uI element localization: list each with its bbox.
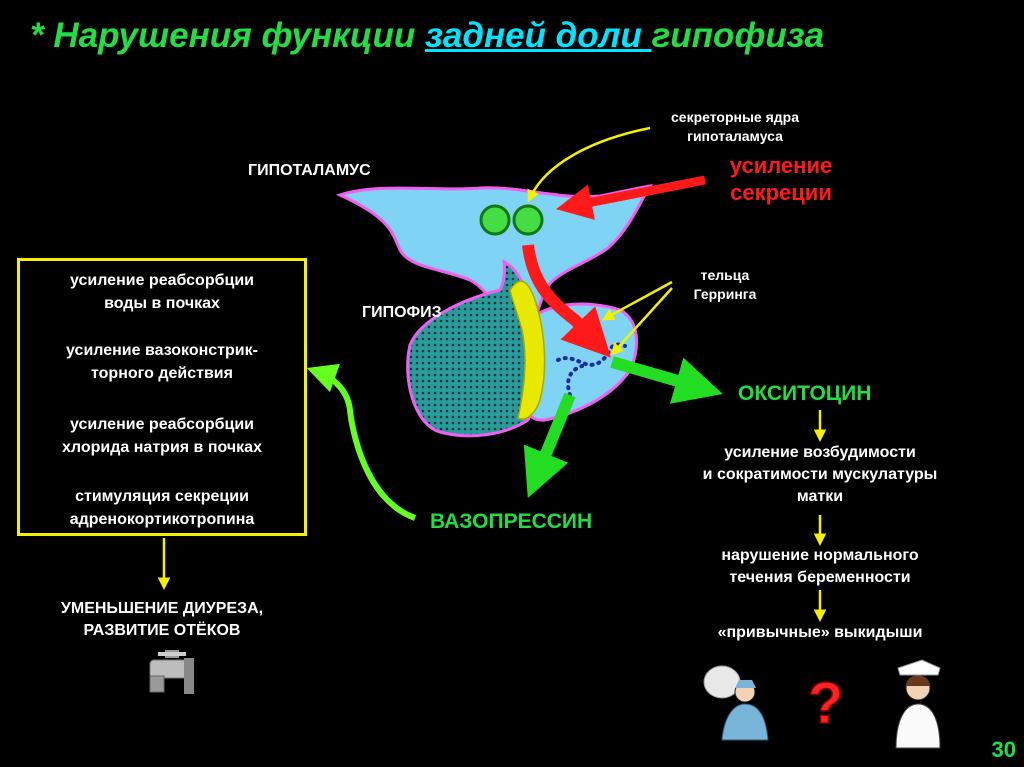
effect-4-line-2: адренокортикотропина — [69, 511, 255, 528]
title-suffix: гипофиза — [651, 16, 825, 55]
vasopressin-arrow — [523, 392, 576, 498]
increased-secretion-arrow — [556, 175, 706, 220]
effect-water-reabsorption: усиление реабсорбции воды в почках — [20, 269, 304, 315]
nurse-icon — [895, 659, 941, 749]
oxytocin-effect-miscarriage: «привычные» выкидыши — [660, 622, 980, 644]
vasopressin-label: ВАЗОПРЕССИН — [430, 510, 593, 533]
hypothalamus-shape — [335, 183, 653, 338]
effect-4-line-1: стимуляция секреции — [75, 488, 249, 505]
herring-bodies-label: тельца Герринга — [670, 266, 780, 304]
pregnancy-line-1: нарушение нормального — [721, 547, 919, 564]
effect-3-line-1: усиление реабсорбции — [69, 416, 254, 433]
herring-bodies-line-2: Герринга — [693, 286, 757, 302]
increased-secretion-label: усиление секреции — [706, 152, 856, 206]
secretory-nucleus-left — [479, 204, 511, 236]
pituitary-label: ГИПОФИЗ — [362, 304, 442, 321]
pregnancy-line-2: течения беременности — [729, 569, 911, 586]
effect-3-line-2: хлорида натрия в почках — [62, 439, 262, 456]
oxytocin-arrow — [610, 356, 723, 404]
hypothalamus-label: ГИПОТАЛАМУС — [248, 162, 371, 179]
oxytocin-effect-uterus: усиление возбудимости и сократимости мус… — [660, 442, 980, 508]
faucet-icon — [149, 650, 194, 694]
nuclei-pointer — [527, 126, 651, 203]
oxytocin-effect-line-1: усиление возбудимости — [724, 444, 916, 461]
effect-2-line-2: торного действия — [91, 365, 233, 382]
herring-pointer-2 — [610, 287, 673, 356]
increased-secretion-line-2: секреции — [730, 180, 832, 205]
increased-secretion-line-1: усиление — [729, 153, 833, 178]
miscarriage-line: «привычные» выкидыши — [717, 624, 923, 641]
secretory-nuclei-line-2: гипоталамуса — [687, 128, 783, 144]
vasopressin-to-effects-arrow — [306, 363, 417, 521]
question-mark-icon: ? — [808, 671, 843, 736]
surgeon-icon — [703, 665, 769, 741]
effect-1-line-1: усиление реабсорбции — [69, 272, 254, 289]
herring-bodies-line-1: тельца — [700, 267, 750, 283]
oxytocin-label: ОКСИТОЦИН — [738, 382, 872, 405]
herring-bodies — [556, 342, 627, 367]
outcome-line-1: УМЕНЬШЕНИЕ ДИУРЕЗА, — [60, 600, 264, 617]
title-highlight: задней доли — [425, 16, 652, 55]
neurosecretion-arrow — [522, 244, 611, 358]
slide-title: * Нарушения функции задней доли гипофиза — [30, 16, 824, 56]
oxytocin-effect-line-2: и сократимости мускулатуры — [702, 466, 938, 483]
effect-vasoconstriction: усиление вазоконстрик- торного действия — [20, 339, 304, 385]
oxytocin-effect-pregnancy: нарушение нормального течения беременнос… — [660, 545, 980, 589]
effect-2-line-1: усиление вазоконстрик- — [66, 342, 258, 359]
effect-acth-stimulation: стимуляция секреции адренокортикотропина — [20, 485, 304, 531]
vasopressin-outcome: УМЕНЬШЕНИЕ ДИУРЕЗА, РАЗВИТИЕ ОТЁКОВ — [17, 598, 307, 642]
effect-sodium-reabsorption: усиление реабсорбции хлорида натрия в по… — [20, 413, 304, 459]
pituitary-stalk — [509, 280, 546, 420]
secretory-nucleus-right — [512, 204, 544, 236]
title-prefix: * Нарушения функции — [30, 16, 425, 55]
secretory-nuclei-label: секреторные ядра гипоталамуса — [640, 108, 830, 146]
effect-1-line-2: воды в почках — [104, 295, 220, 312]
vasopressin-effects-box: усиление реабсорбции воды в почках усиле… — [17, 258, 307, 536]
page-number: 30 — [991, 737, 1016, 762]
herring-pointer-1 — [601, 280, 673, 321]
outcome-line-2: РАЗВИТИЕ ОТЁКОВ — [83, 622, 241, 639]
secretory-nuclei-line-1: секреторные ядра — [671, 109, 799, 125]
oxytocin-effect-line-3: матки — [796, 488, 844, 505]
